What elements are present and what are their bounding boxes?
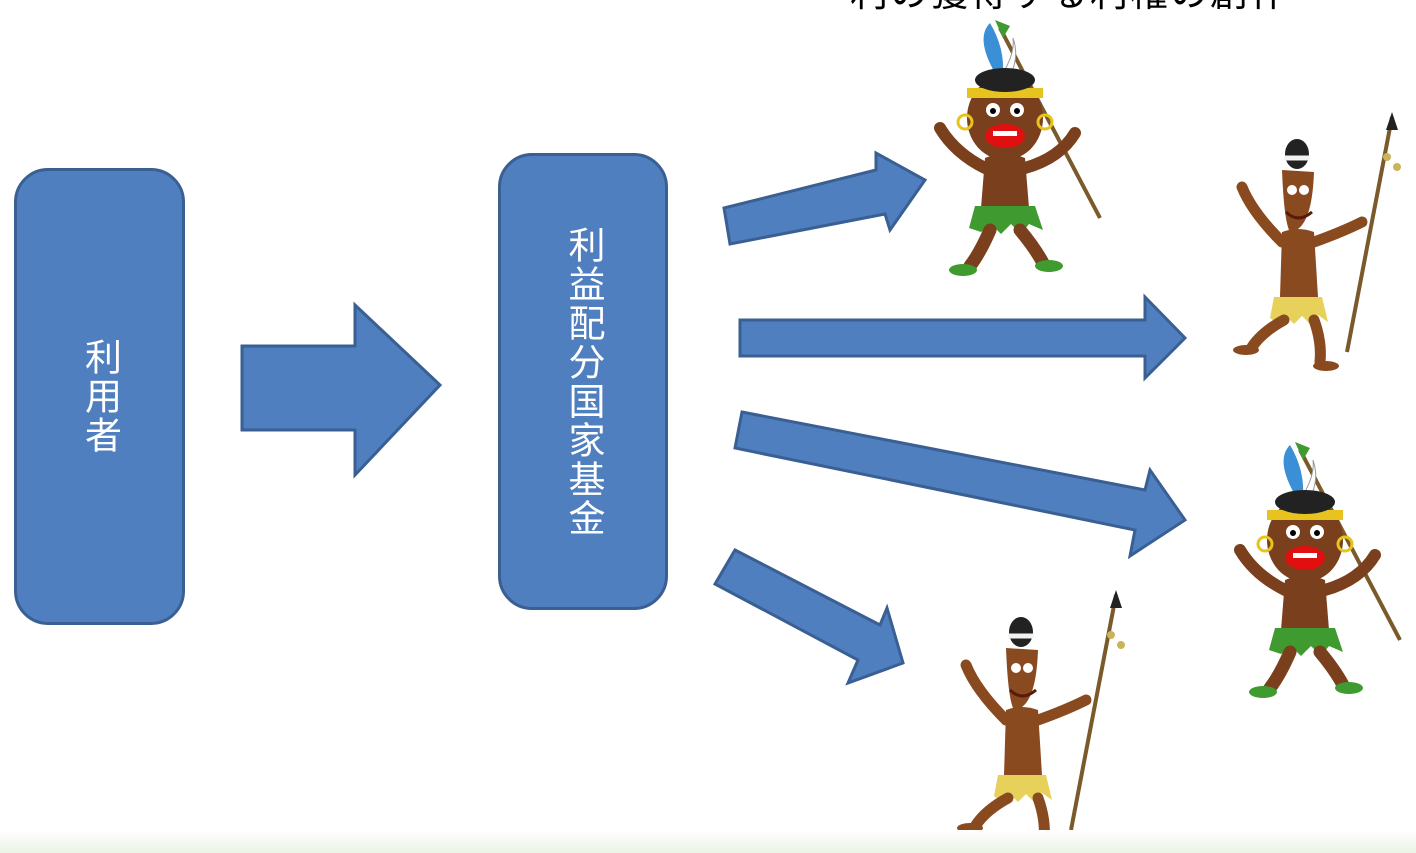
tribal-figure-feather-right-bottom	[1240, 442, 1400, 698]
arrow-fund-to-figure-3	[733, 410, 1188, 560]
fund-box-label: 利益配分国家基金	[562, 225, 605, 538]
arrow-fund-to-figure-2	[738, 293, 1188, 382]
page-title: 利の獲得する利権の創作	[850, 0, 1290, 12]
arrow-fund-to-figure-4	[712, 548, 905, 686]
arrow-fund-to-figure-1	[722, 150, 928, 246]
tribal-figure-feather-top	[940, 20, 1100, 276]
user-box-label: 利用者	[78, 338, 122, 455]
user-box: 利用者	[14, 168, 185, 625]
arrow-user-to-fund	[240, 301, 443, 479]
bottom-decor-strip	[0, 830, 1416, 853]
tribal-figure-spear-right-top	[1233, 112, 1401, 371]
tribal-figure-spear-bottom	[957, 590, 1125, 849]
fund-box: 利益配分国家基金	[498, 153, 668, 610]
